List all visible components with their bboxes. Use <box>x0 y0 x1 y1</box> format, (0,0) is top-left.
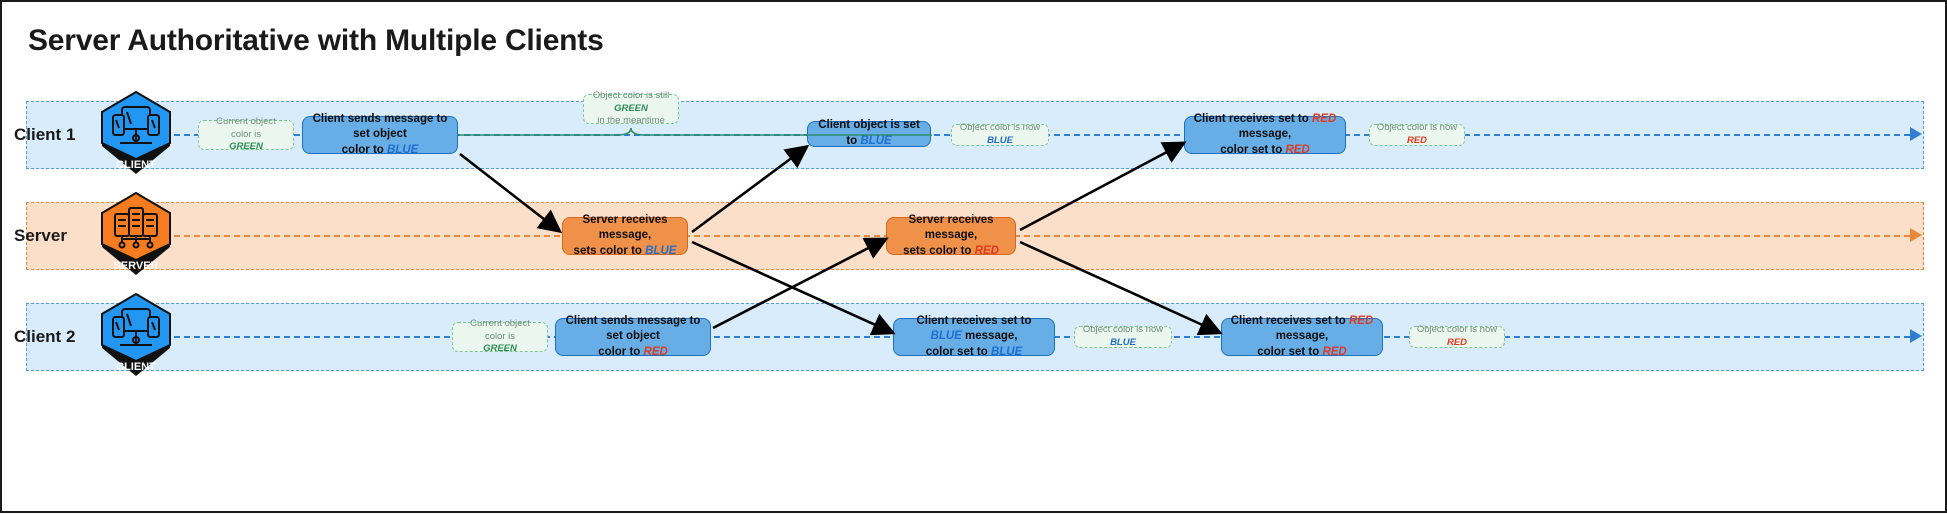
timeline-arrowhead-client1 <box>1910 127 1922 141</box>
node-line1-post: message, <box>1238 128 1292 141</box>
note-keyword: RED <box>1406 135 1428 146</box>
node-client2-send-red[interactable]: Client sends message to set object color… <box>555 314 711 358</box>
note-text: Current object color is <box>216 115 276 140</box>
node-line2: color to <box>598 345 644 358</box>
node-line1-post: message, <box>1275 330 1329 343</box>
timeline-arrowhead-server <box>1910 228 1922 242</box>
node-line1: Client receives set to <box>1230 314 1349 327</box>
node-keyword-2: RED <box>1285 143 1310 156</box>
note-keyword: BLUE <box>987 135 1013 146</box>
note-client1-now-blue: Object color is now BLUE <box>951 122 1049 146</box>
node-keyword: BLUE <box>860 135 892 147</box>
node-line1-post: message, <box>961 330 1018 343</box>
client-devices-icon: CLIENT <box>98 90 174 175</box>
svg-text:SERVER: SERVER <box>113 260 158 272</box>
node-keyword: RED <box>974 244 999 257</box>
node-client1-send-blue[interactable]: Client sends message to set object color… <box>302 112 458 156</box>
node-client1-receive-red[interactable]: Client receives set to RED message, colo… <box>1184 112 1346 156</box>
node-line2: color set to <box>1220 143 1286 156</box>
node-keyword: BLUE <box>645 244 677 257</box>
node-keyword-1: RED <box>1348 314 1374 327</box>
note-client1-now-red: Object color is now RED <box>1369 122 1465 146</box>
client-devices-icon: CLIENT <box>98 292 174 377</box>
node-line2: sets color to <box>573 244 646 257</box>
node-client2-receive-blue[interactable]: Client receives set to BLUE message, col… <box>893 314 1055 358</box>
node-client2-receive-red[interactable]: Client receives set to RED message, colo… <box>1221 314 1383 358</box>
note-client1-still-green: Object color is still GREEN in the meant… <box>583 90 679 127</box>
note-client1-start: Current object color is GREEN <box>198 116 294 153</box>
node-keyword-2: RED <box>1322 345 1347 358</box>
note-text: Object color is still <box>592 89 670 101</box>
node-line2: sets color to <box>903 244 975 257</box>
note-client2-start: Current object color is GREEN <box>452 318 548 355</box>
lane-label-server: Server <box>14 226 67 245</box>
lane-label-client1: Client 1 <box>14 125 76 144</box>
node-line2: color to <box>341 143 388 156</box>
node-line1: Client receives set to <box>916 314 1032 327</box>
note-client2-now-red: Object color is now RED <box>1409 324 1505 348</box>
timeline-arrowhead-client2 <box>1910 329 1922 343</box>
note-client2-now-blue: Object color is now BLUE <box>1074 324 1172 348</box>
node-server-receive-blue[interactable]: Server receives message, sets color to B… <box>562 213 688 257</box>
server-rack-icon: SERVER <box>98 191 174 276</box>
node-keyword: BLUE <box>387 143 419 156</box>
note-text: Object color is now <box>959 122 1041 134</box>
node-line1: Client sends message to set object <box>565 314 701 343</box>
node-line1: Server receives message, <box>582 213 668 242</box>
node-line1: Server receives message, <box>908 213 994 242</box>
node-line2: color set to <box>1257 345 1323 358</box>
note-text-2: in the meantime <box>597 115 665 127</box>
node-keyword-1: BLUE <box>930 330 962 343</box>
note-text: Object color is now <box>1416 324 1498 336</box>
node-keyword-1: RED <box>1311 112 1337 125</box>
page-title: Server Authoritative with Multiple Clien… <box>28 24 604 57</box>
note-keyword: GREEN <box>483 343 517 355</box>
svg-text:CLIENT: CLIENT <box>116 361 156 373</box>
node-line1: Client sends message to set object <box>312 112 448 141</box>
svg-text:CLIENT: CLIENT <box>116 159 156 171</box>
node-server-receive-red[interactable]: Server receives message, sets color to R… <box>886 213 1016 257</box>
node-client1-object-set-blue[interactable]: Client object is set to BLUE <box>807 119 931 147</box>
node-line2: color set to <box>925 345 991 358</box>
node-keyword-2: BLUE <box>990 345 1023 358</box>
note-keyword: GREEN <box>614 102 648 114</box>
node-line1: Client receives set to <box>1193 112 1312 125</box>
note-keyword: GREEN <box>229 141 263 153</box>
note-text: Object color is now <box>1082 324 1164 336</box>
note-text: Object color is now <box>1376 122 1458 134</box>
note-keyword: BLUE <box>1110 337 1136 348</box>
lane-label-client2: Client 2 <box>14 327 76 346</box>
timeline-server <box>174 235 1910 237</box>
node-keyword: RED <box>643 345 668 358</box>
note-text: Current object color is <box>470 317 530 342</box>
note-keyword: RED <box>1446 337 1468 348</box>
